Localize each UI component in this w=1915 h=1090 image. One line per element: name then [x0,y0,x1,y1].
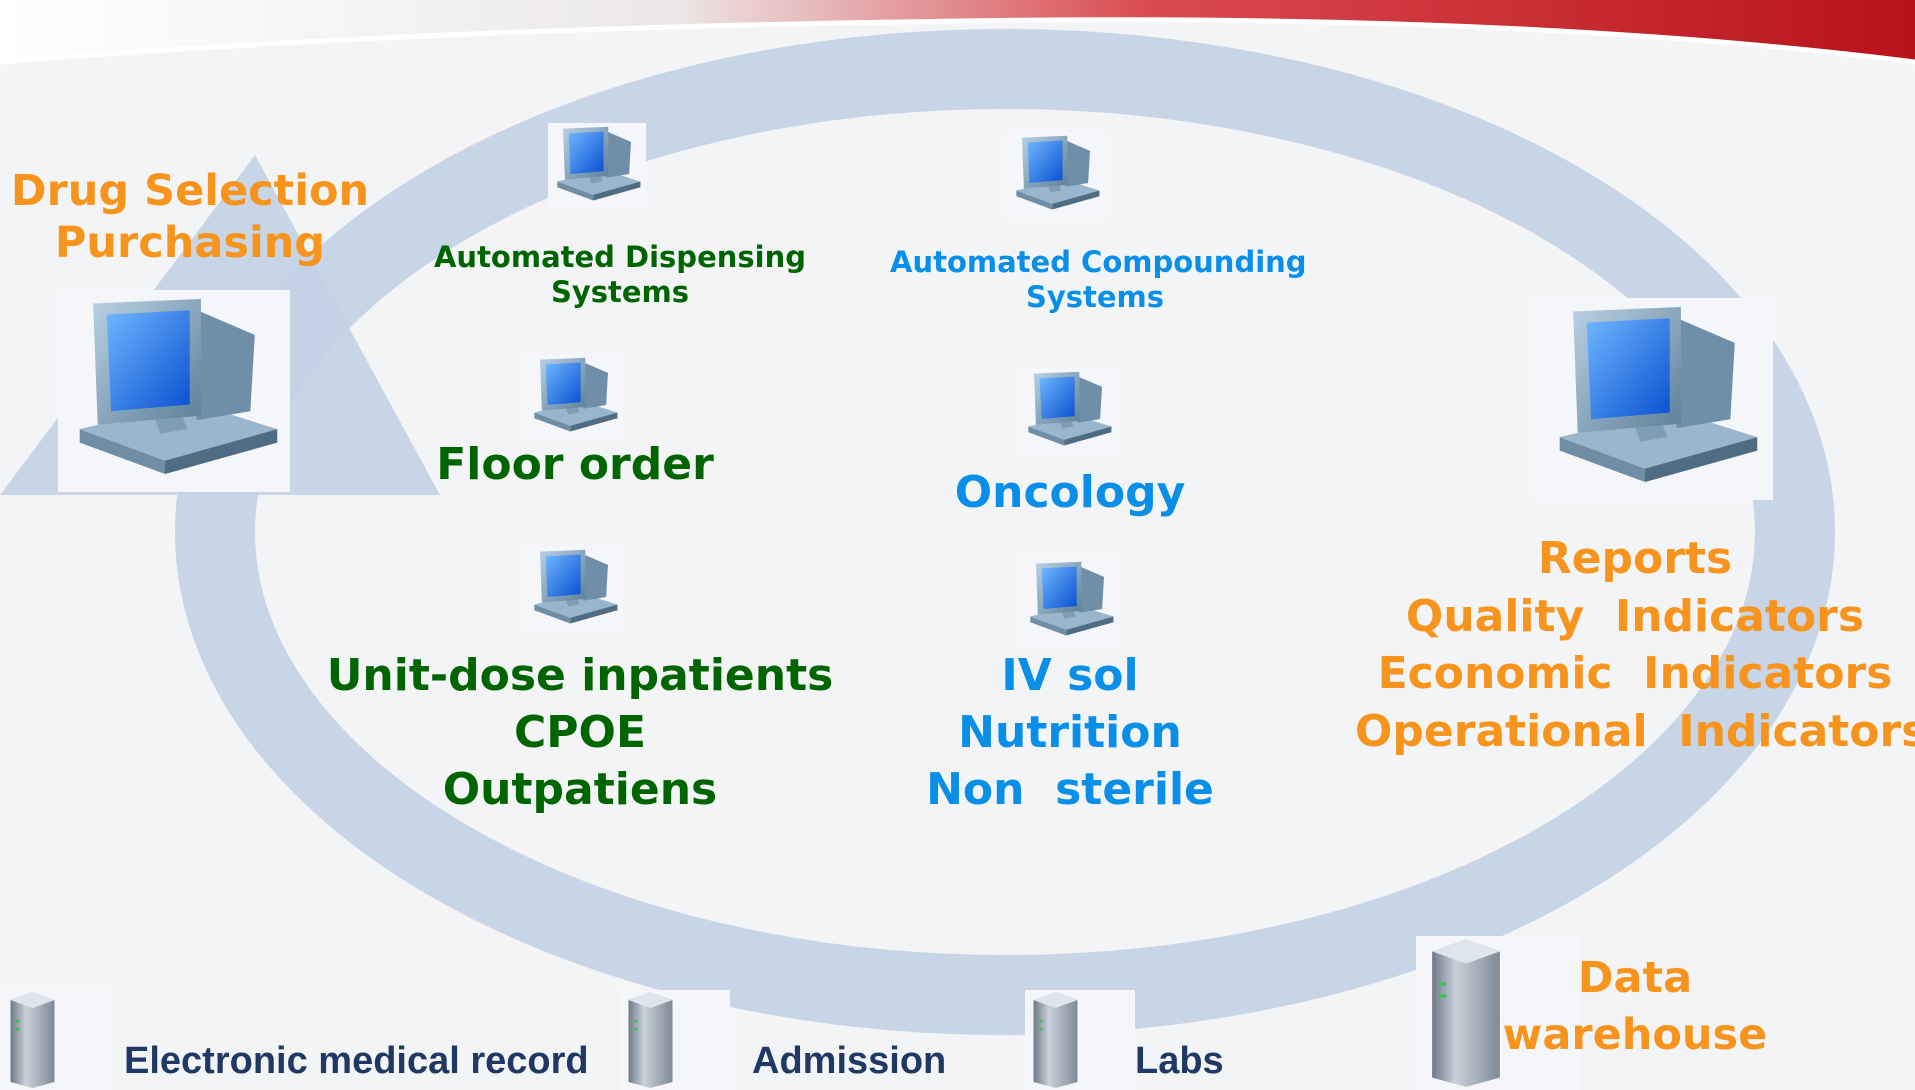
label-reports-indicators: Reports Quality Indicators Economic Indi… [1355,533,1915,757]
label-unit-dose: Unit-dose inpatients CPOE Outpatiens [326,650,834,816]
label-admission: Admission [752,1040,947,1082]
server-tower-icon [628,992,673,1088]
label-labs: Labs [1135,1040,1224,1082]
label-automated-compounding: Automated Compounding Systems [890,245,1307,315]
top-banner [0,0,1915,62]
server-tower-icon [1033,992,1078,1088]
cycle-ring [175,29,1835,1035]
label-automated-dispensing: Automated Dispensing Systems [433,240,806,310]
server-tower-icon [10,992,55,1088]
label-electronic-medical-record: Electronic medical record [124,1040,589,1082]
label-floor-order: Floor order [436,439,714,490]
label-data-warehouse: Data warehouse [1502,953,1768,1060]
server-tower-icon [1432,939,1500,1087]
label-drug-selection: Drug Selection Purchasing [10,166,370,269]
label-oncology: Oncology [954,467,1186,518]
label-iv-sol: IV sol Nutrition Non sterile [926,650,1214,816]
